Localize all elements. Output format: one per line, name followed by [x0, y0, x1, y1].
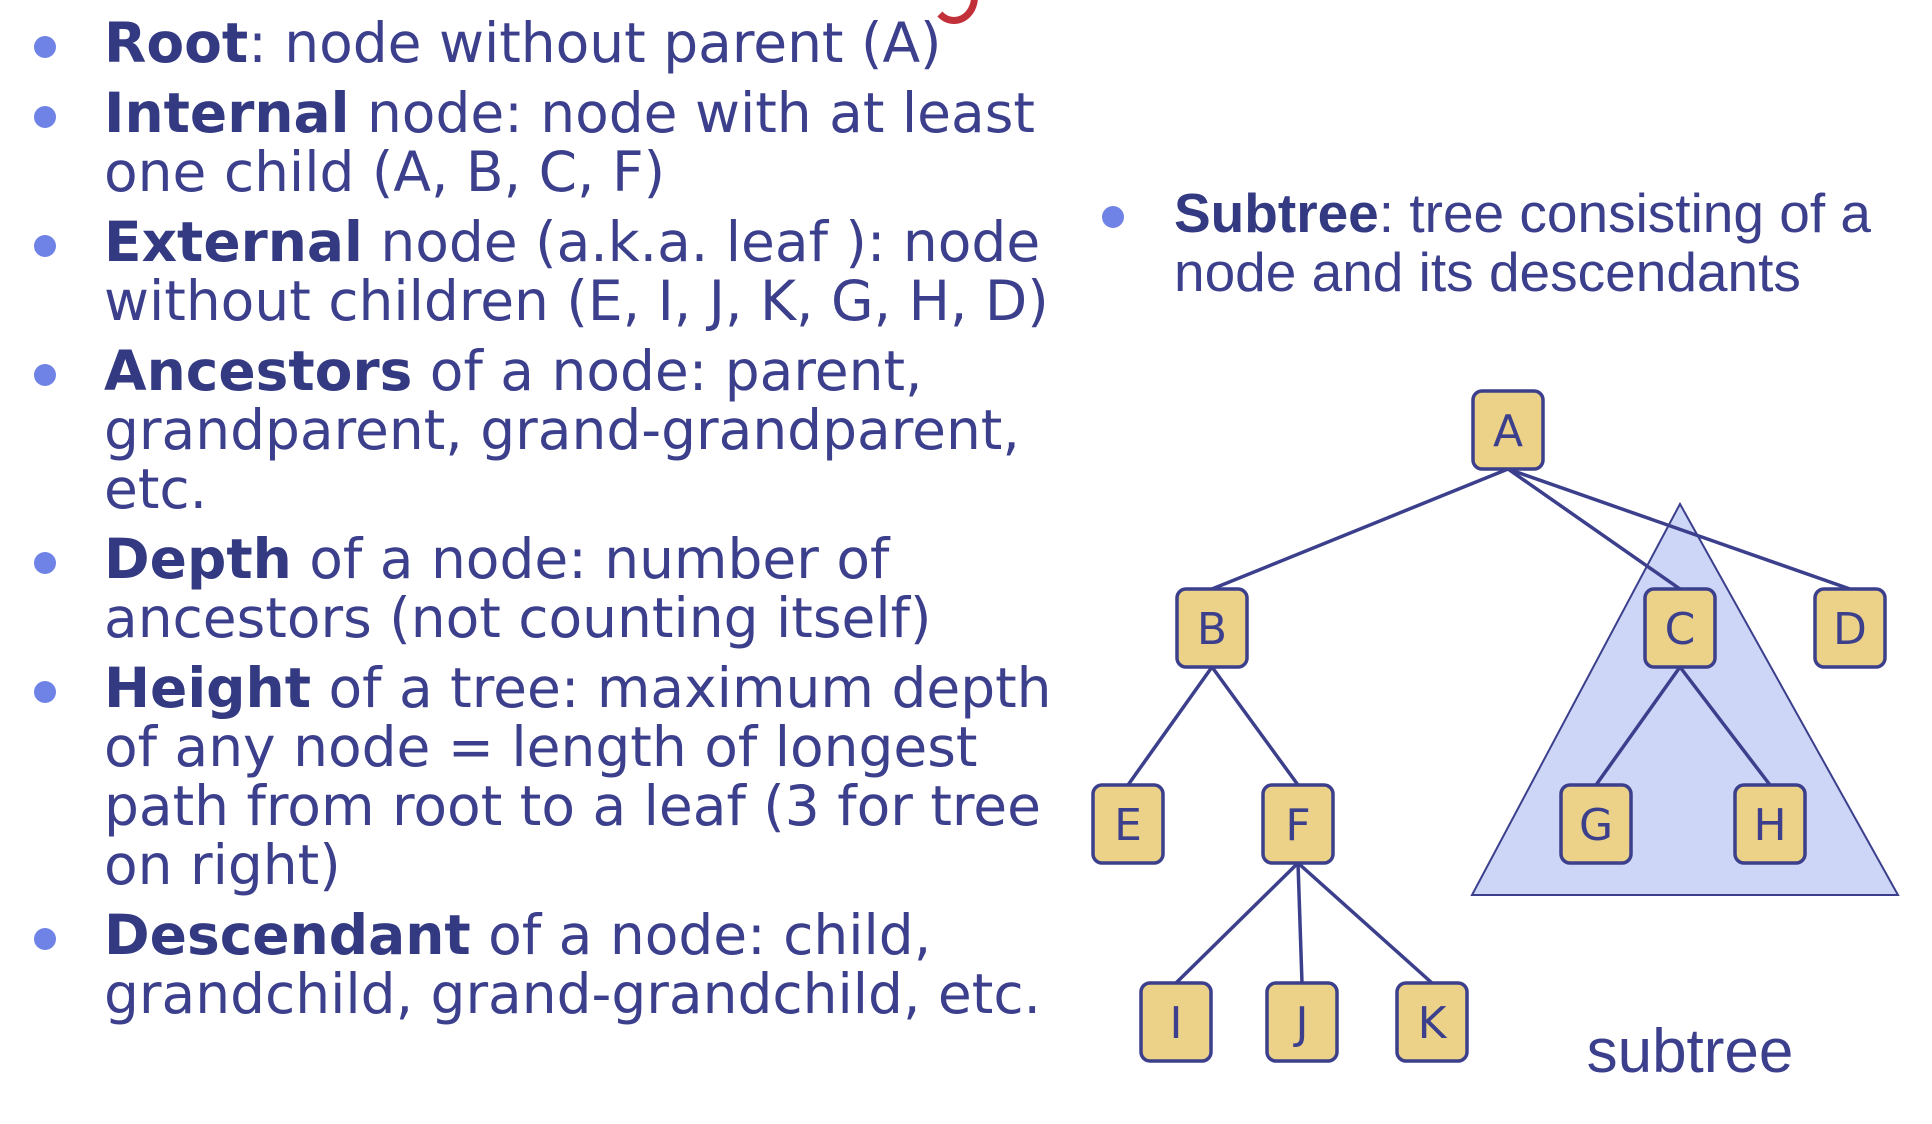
node-label: H — [1753, 800, 1786, 851]
definition-root: Root: node without parent (A) — [0, 14, 1090, 73]
node-box — [1471, 389, 1545, 471]
edge-A-C — [1506, 467, 1682, 591]
term-height: Height — [104, 656, 312, 720]
edge-C-G — [1594, 665, 1682, 787]
definition-depth: Depth of a node: number of ancestors (no… — [0, 530, 1090, 648]
bullet-icon — [34, 36, 56, 58]
definition-ancestors: Ancestors of a node: parent, grandparent… — [0, 342, 1090, 519]
edge-F-K — [1296, 861, 1434, 985]
text-subtree: : tree consisting of a node and its desc… — [1174, 182, 1871, 303]
node-box — [1559, 783, 1633, 865]
text-ancestors: of a node: parent, grandparent, grand-gr… — [104, 339, 1020, 521]
definition-height: Height of a tree: maximum depth of any n… — [0, 659, 1090, 895]
edge-F-J — [1296, 862, 1304, 984]
term-depth: Depth — [104, 527, 292, 591]
subtree-triangle — [1470, 501, 1900, 896]
bullet-icon — [34, 681, 56, 703]
node-box — [1139, 981, 1213, 1063]
edge-A-D — [1507, 467, 1851, 591]
definition-descendant: Descendant of a node: child, grandchild,… — [0, 906, 1090, 1024]
definition-external: External node (a.k.a. leaf ): node witho… — [0, 213, 1090, 331]
term-root: Root — [104, 11, 249, 75]
text-root: : node without parent (A) — [248, 11, 942, 75]
definition-list: Root: node without parent (A) Internal n… — [0, 14, 1090, 1035]
text-height: of a tree: maximum depth of any node = l… — [104, 656, 1052, 897]
node-box — [1813, 587, 1887, 669]
definition-subtree: Subtree: tree consisting of a node and i… — [1102, 184, 1874, 302]
text-internal: node: node with at least one child (A, B… — [104, 81, 1035, 204]
node-box — [1175, 587, 1249, 669]
node-label: J — [1293, 998, 1309, 1049]
text-descendant: of a node: child, grandchild, grand-gran… — [104, 903, 1042, 1026]
tree-node-h: H — [1733, 783, 1807, 865]
node-box — [1265, 981, 1339, 1063]
node-box — [1261, 783, 1335, 865]
node-label: G — [1579, 800, 1613, 851]
tree-node-k: K — [1395, 981, 1469, 1063]
tree-node-a: A — [1471, 389, 1545, 471]
edge-B-F — [1210, 665, 1300, 787]
edge-B-E — [1126, 665, 1214, 787]
bullet-icon — [1102, 206, 1124, 228]
node-box — [1091, 783, 1165, 865]
term-descendant: Descendant — [104, 903, 471, 967]
bullet-icon — [34, 552, 56, 574]
bullet-icon — [34, 928, 56, 950]
term-internal: Internal — [104, 81, 350, 145]
tree-node-i: I — [1139, 981, 1213, 1063]
tree-node-j: J — [1265, 981, 1339, 1063]
bullet-icon — [34, 364, 56, 386]
text-external: node (a.k.a. leaf ): node without childr… — [104, 210, 1049, 333]
node-label: C — [1665, 604, 1696, 655]
tree-node-g: G — [1559, 783, 1633, 865]
edge-A-B — [1211, 467, 1509, 591]
edge-F-I — [1174, 861, 1300, 985]
node-box — [1395, 981, 1469, 1063]
node-label: F — [1285, 800, 1310, 851]
tree-node-f: F — [1261, 783, 1335, 865]
term-subtree: Subtree — [1174, 182, 1379, 244]
node-label: K — [1418, 998, 1448, 1049]
definition-internal: Internal node: node with at least one ch… — [0, 84, 1090, 202]
tree-node-e: E — [1091, 783, 1165, 865]
node-label: I — [1170, 998, 1183, 1049]
term-ancestors: Ancestors — [104, 339, 413, 403]
node-box — [1643, 587, 1717, 669]
term-external: External — [104, 210, 363, 274]
tree-node-d: D — [1813, 587, 1887, 669]
bullet-icon — [34, 235, 56, 257]
edge-C-H — [1678, 665, 1772, 787]
node-label: E — [1114, 800, 1142, 851]
node-box — [1733, 783, 1807, 865]
tree-node-c: C — [1643, 587, 1717, 669]
subtree-caption: subtree — [1587, 1017, 1794, 1086]
node-label: D — [1833, 604, 1867, 655]
tree-node-b: B — [1175, 587, 1249, 669]
node-label: B — [1197, 604, 1227, 655]
node-label: A — [1493, 406, 1523, 457]
bullet-icon — [34, 106, 56, 128]
text-depth: of a node: number of ancestors (not coun… — [104, 527, 932, 650]
